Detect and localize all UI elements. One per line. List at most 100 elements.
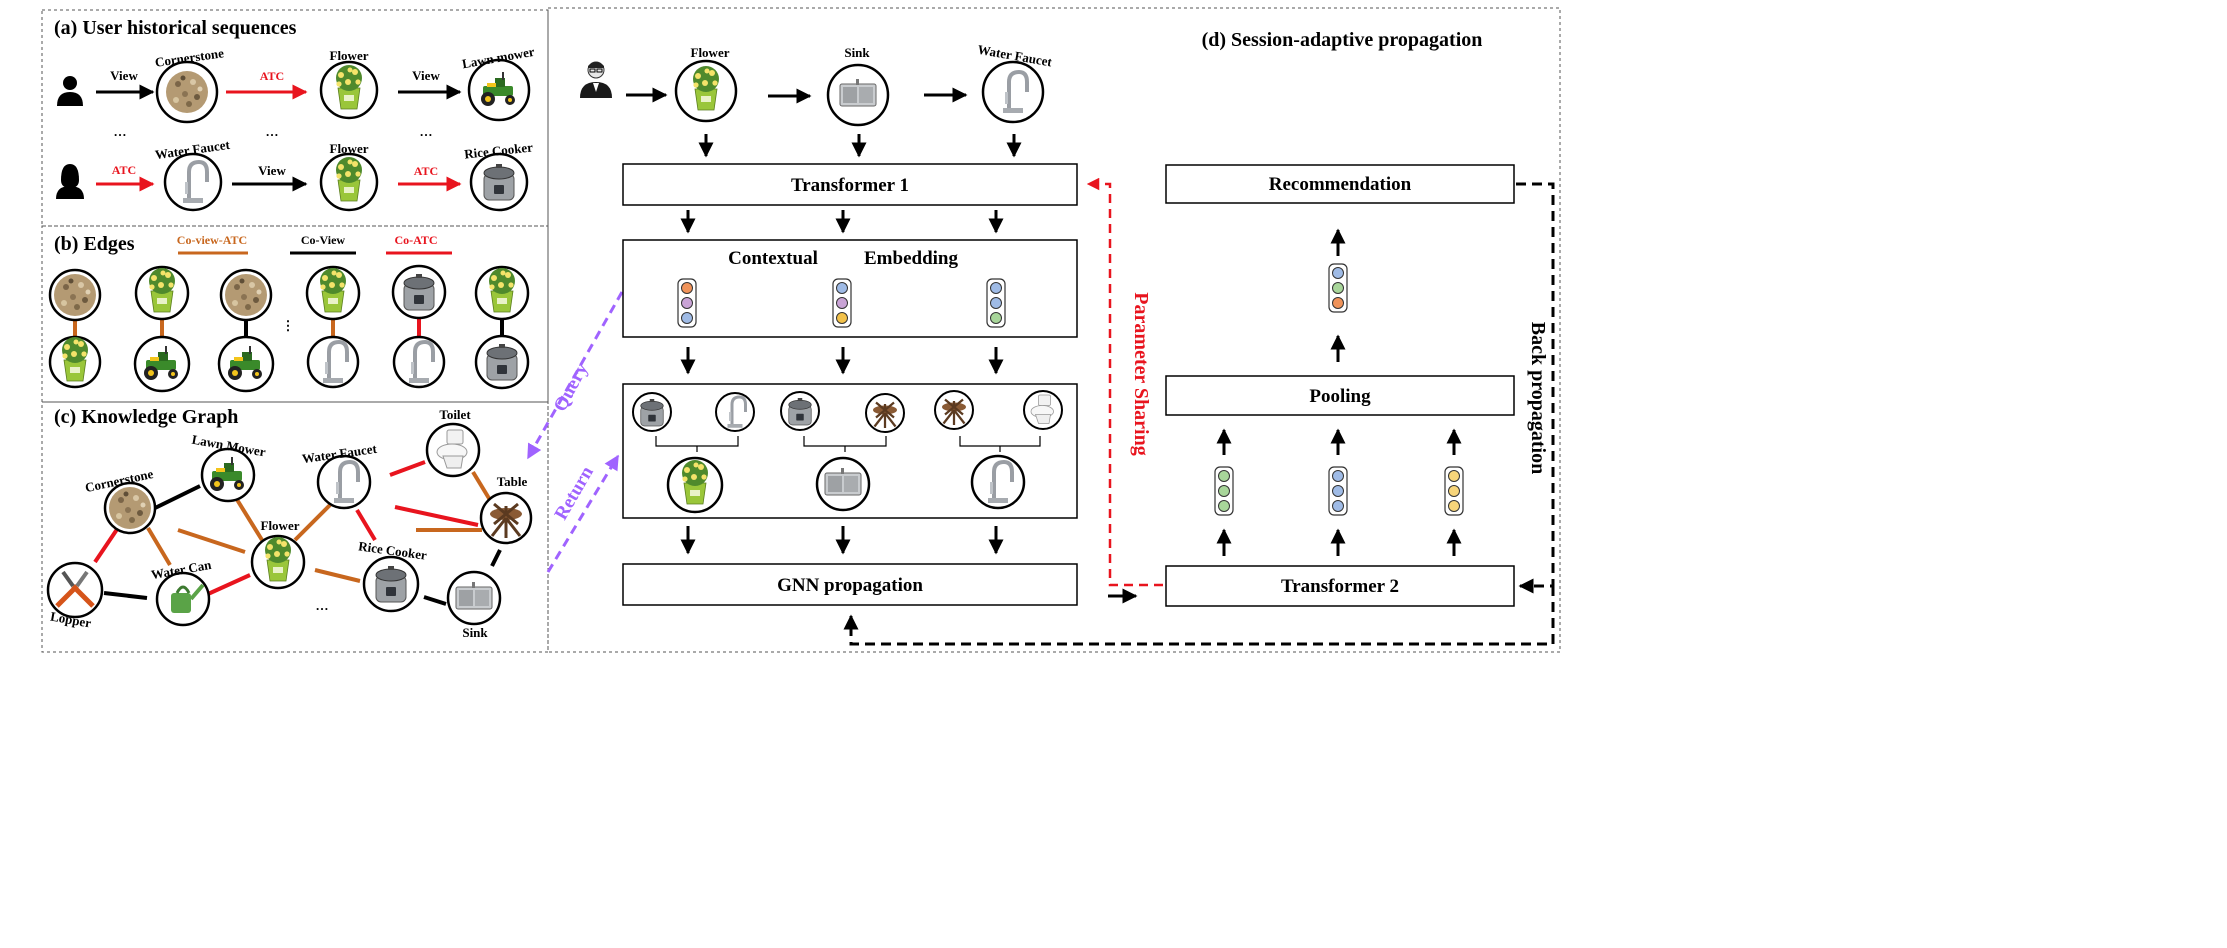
session-vector [1328, 466, 1348, 516]
edge-label: View [110, 68, 138, 83]
contextual-label: Contextual [728, 248, 818, 269]
gnn-box [622, 563, 1078, 606]
kg-edge [146, 526, 172, 567]
embedding-vector [986, 278, 1006, 328]
rice-cooker-icon [375, 565, 407, 603]
diagram-canvas: (a) User historical sequences View Corne… [41, 7, 1561, 653]
embedding-vector [677, 278, 697, 328]
user-icon [57, 76, 83, 106]
kg-label-flower: Flower [261, 518, 300, 533]
kg-edge [314, 568, 361, 583]
kg-edge [234, 496, 264, 542]
flower-icon [488, 267, 516, 313]
recommendation-box [1165, 164, 1515, 204]
panel-a-title: (a) User historical sequences [54, 17, 297, 39]
panel-c-title: (c) Knowledge Graph [54, 406, 238, 428]
pooling-box [1165, 375, 1515, 416]
kg-label-sink: Sink [462, 625, 488, 640]
user-female-icon [56, 164, 84, 199]
edge-examples: ⋮ [48, 264, 530, 393]
return-label: Return [551, 462, 598, 523]
kg-edge [490, 549, 502, 567]
arrows-to-contextual [680, 210, 1004, 234]
cornerstone-icon [54, 274, 96, 316]
session-vector [1444, 466, 1464, 516]
transformer2-label: Transformer 2 [1281, 576, 1399, 597]
edge-label: View [412, 68, 440, 83]
back-propagation-to-gnn-arrow [843, 586, 1555, 646]
kg-label-toilet: Toilet [439, 407, 471, 422]
transformer2-box [1165, 565, 1515, 607]
flower-icon [264, 536, 292, 582]
panel-a-frame [41, 9, 549, 227]
arrows-to-subgraph [680, 347, 1004, 375]
return-arrow [546, 454, 620, 573]
group-bracket [959, 436, 1041, 452]
flower-icon [61, 336, 89, 382]
kg-label-table: Table [497, 474, 528, 489]
cornerstone-icon [166, 71, 208, 113]
item-label: Flower [330, 48, 369, 63]
kg-edge [177, 528, 246, 554]
sequence-ellipses: … … … [114, 124, 433, 139]
rice-cooker-icon [486, 343, 518, 381]
parameter-sharing: Parameter Sharing [1086, 177, 1163, 587]
ellipsis: ⋮ [282, 318, 295, 333]
item-label: Flower [330, 141, 369, 156]
edge-label: ATC [112, 163, 136, 177]
transformer1-label: Transformer 1 [791, 175, 909, 196]
flower-icon [148, 267, 176, 313]
embedding-vector [832, 278, 852, 328]
arrows-to-pooling [1216, 428, 1462, 455]
back-propagation: Back propagation [843, 182, 1555, 646]
transformer1-box [622, 163, 1078, 206]
recommendation-label: Recommendation [1269, 174, 1412, 195]
ellipsis: … [114, 124, 127, 139]
kg-edge [154, 484, 201, 510]
subgraph-retrieval [632, 390, 1063, 514]
user-icon [579, 61, 613, 99]
arrows-to-gnn [680, 526, 1004, 555]
pooling-label: Pooling [1309, 386, 1371, 407]
query-return-arrows: Query Return [526, 291, 624, 573]
parameter-sharing-label: Parameter Sharing [1130, 292, 1152, 456]
flower-icon [319, 267, 347, 313]
group-bracket [655, 436, 739, 452]
kg-edge [293, 503, 332, 542]
rice-cooker-icon [483, 163, 515, 201]
embedding-label: Embedding [864, 248, 958, 269]
arrows-to-transformer1 [698, 134, 1022, 158]
flower-icon [335, 64, 363, 110]
back-propagation-arrow [1516, 182, 1555, 594]
edge-label: View [258, 163, 286, 178]
rice-cooker-icon [640, 398, 664, 427]
flower-icon [335, 156, 363, 202]
gnn-label: GNN propagation [777, 575, 923, 596]
legend-co-view: Co-View [301, 233, 346, 247]
panel-b-title: (b) Edges [54, 233, 135, 255]
kg-edge [207, 573, 251, 596]
flower-icon [692, 65, 720, 111]
query-arrow [526, 291, 624, 460]
session-sequence: Flower Sink Water Faucet [579, 42, 1054, 127]
kg-edge [389, 460, 426, 477]
query-label: Query [550, 359, 593, 415]
edges-legend: Co-view-ATC Co-View Co-ATC [177, 233, 452, 255]
parameter-sharing-arrow [1086, 177, 1163, 587]
back-propagation-label: Back propagation [1527, 322, 1549, 474]
legend-co-atc: Co-ATC [394, 233, 437, 247]
edge-label: ATC [414, 164, 438, 178]
kg-edge [394, 505, 479, 527]
ellipsis: … [266, 124, 279, 139]
edge-label: ATC [260, 69, 284, 83]
session-item-label: Flower [691, 45, 730, 60]
rice-cooker-icon [788, 397, 812, 426]
kg-label-lopper: Lopper [49, 609, 92, 631]
ellipsis: … [316, 598, 329, 613]
knowledge-graph: Cornerstone Lawn Mower Water Faucet Toil… [46, 407, 533, 640]
cornerstone-icon [225, 274, 267, 316]
panel-d-frame [547, 7, 1561, 653]
arrows-from-transformer2 [1216, 528, 1462, 556]
kg-edge [471, 470, 492, 502]
kg-edge [423, 595, 447, 606]
